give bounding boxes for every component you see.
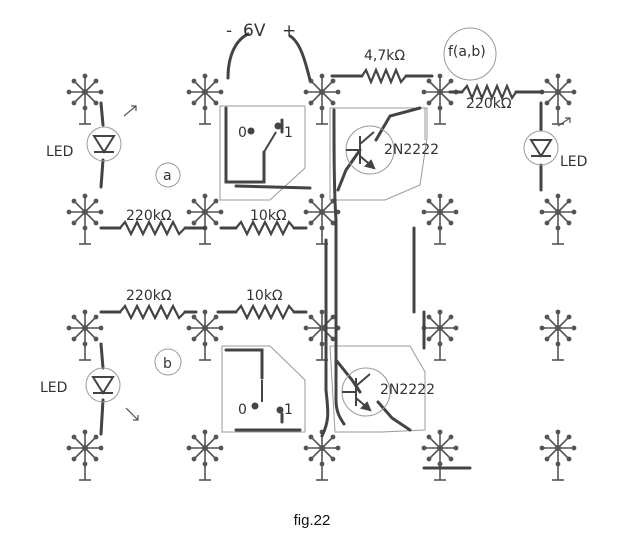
resistor-220k-out [461,83,517,101]
resistor-10k-bottom-label: 10kΩ [246,288,283,304]
pencil-guides [219,105,428,433]
resistor-220k-top-label: 220kΩ [126,208,172,224]
led-top-left-symbol [86,105,137,162]
output-function-label: f(a,b) [448,44,486,60]
supply-minus: - [226,21,232,41]
resistor-220k-out-label: 220kΩ [466,96,512,112]
led-bottom-left-symbol [85,367,139,421]
resistor-10k-top [235,219,295,237]
input-a-label: a [163,168,172,184]
input-a-marker: a [155,162,181,188]
switch-a-off-label: 0 [238,125,247,141]
switch-a [247,122,282,153]
led-top-left-label: LED [46,144,73,160]
resistor-4k7 [361,67,407,85]
labels: - 6V + f(a,b) 4,7kΩ 220kΩ 220kΩ 10kΩ 220… [40,21,587,418]
output-marker [443,27,497,81]
switch-b-off-label: 0 [238,402,247,418]
resistor-220k-top [119,219,186,237]
wires [99,32,544,470]
figure-caption: fig.22 [293,512,331,529]
resistor-10k-bottom [235,303,295,321]
transistor-bottom-symbol [341,367,391,417]
switch-b [251,380,284,414]
switch-a-on-label: 1 [284,125,293,141]
supply-voltage: 6V [243,21,266,41]
resistors [119,67,517,321]
supply-plus: + [282,21,296,41]
input-b-label: b [163,356,172,372]
switch-b-on-label: 1 [284,402,293,418]
transistor-bottom-label: 2N2222 [380,382,435,398]
resistor-220k-bottom-label: 220kΩ [126,288,172,304]
led-top-right-symbol [523,117,571,166]
transistor-top-symbol [345,125,395,175]
led-bottom-left-label: LED [40,380,67,396]
transistor-top-label: 2N2222 [384,142,439,158]
led-top-right-label: LED [560,154,587,170]
input-b-marker: b [154,348,182,376]
resistor-220k-bottom [119,303,186,321]
breadboard-nodes [65,72,578,481]
resistor-4k7-label: 4,7kΩ [364,48,405,64]
resistor-10k-top-label: 10kΩ [250,208,287,224]
